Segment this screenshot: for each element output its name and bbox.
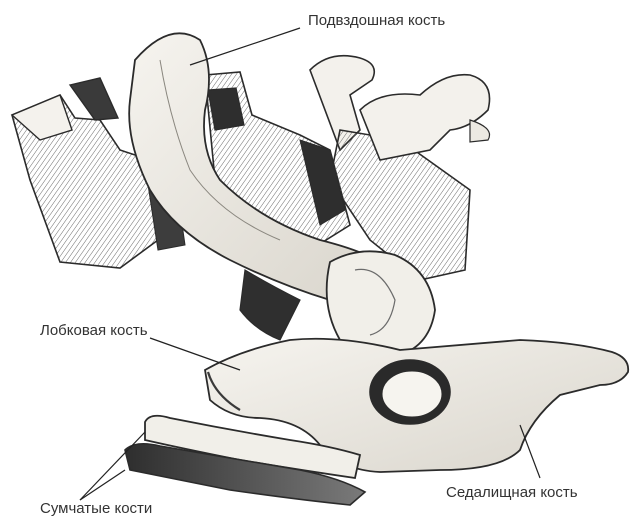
vertebra-2 bbox=[70, 78, 118, 120]
label-ilium: Подвздошная кость bbox=[308, 12, 445, 29]
leader-ilium bbox=[190, 28, 300, 65]
label-pubis: Лобковая кость bbox=[40, 322, 148, 339]
leader-marsupial-2 bbox=[80, 470, 125, 500]
label-ischium: Седалищная кость bbox=[446, 484, 578, 501]
label-marsupial: Сумчатые кости bbox=[40, 500, 152, 517]
leader-pubis bbox=[150, 338, 240, 370]
leader-ischium bbox=[520, 425, 540, 478]
